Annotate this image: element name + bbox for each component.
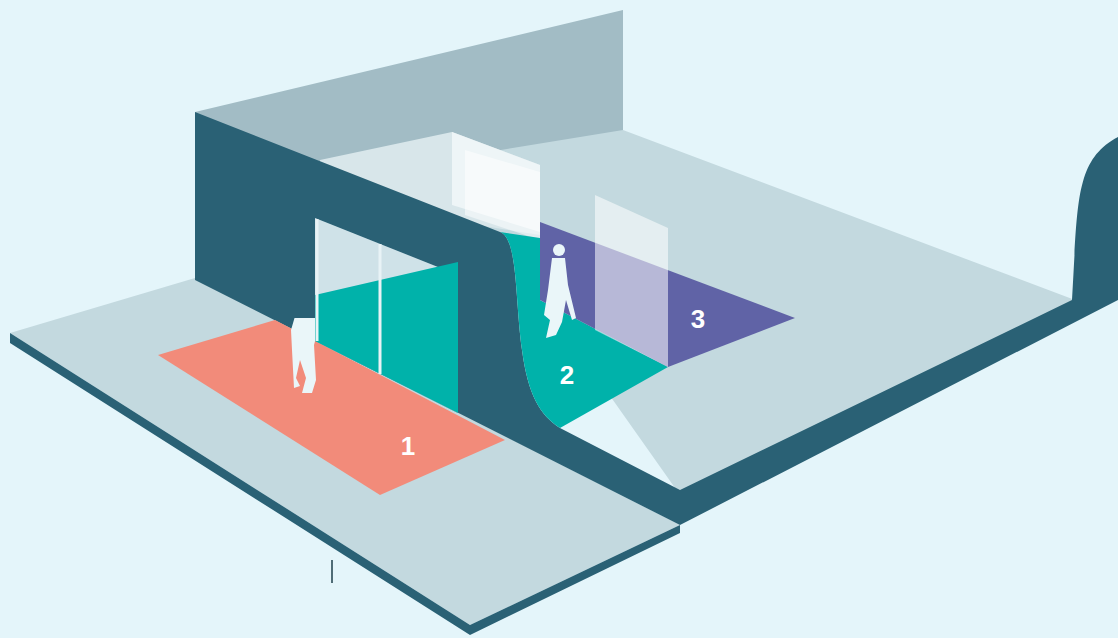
person-figure xyxy=(291,318,318,393)
floor-zone: 3 xyxy=(540,195,795,367)
tick-mark xyxy=(331,560,333,583)
person-figure xyxy=(544,244,576,338)
zone-shape xyxy=(540,195,795,367)
glass-panel xyxy=(595,195,668,367)
callout-number: 1 xyxy=(401,433,415,459)
callout-number: 3 xyxy=(691,306,705,332)
callout-number: 2 xyxy=(560,362,574,388)
door-frame xyxy=(317,219,380,374)
